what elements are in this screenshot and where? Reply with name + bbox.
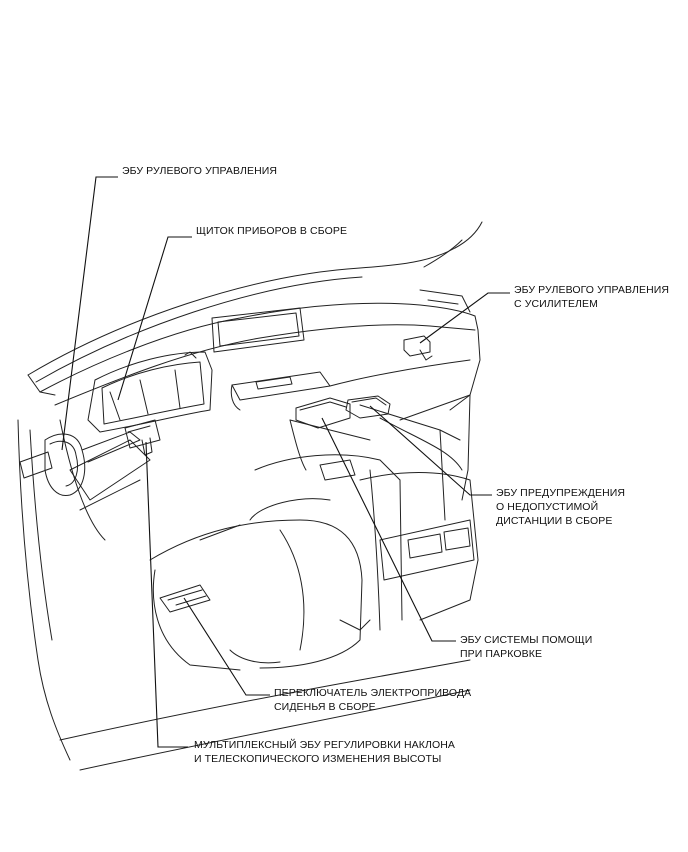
leader-clearance-warning-ecu: [369, 405, 492, 496]
leader-lines: [61, 176, 510, 748]
windshield-outline: [27, 221, 483, 396]
leader-steering-ecu: [61, 176, 118, 451]
label-instrument-cluster: ЩИТОК ПРИБОРОВ В СБОРЕ: [196, 225, 348, 237]
leader-instrument-cluster: [117, 236, 192, 401]
clearance-warning-ecu-shape: [345, 395, 391, 419]
leader-tilt-ecu: [145, 441, 188, 748]
door-outline: [17, 419, 151, 761]
center-console-outline: [254, 419, 479, 631]
label-power-seat-switch: ПЕРЕКЛЮЧАТЕЛЬ ЭЛЕКТРОПРИВОДА СИДЕНЬЯ В С…: [274, 687, 472, 713]
floor-outline: [59, 659, 471, 771]
label-tilt-telescopic-ecu: МУЛЬТИПЛЕКСНЫЙ ЭБУ РЕГУЛИРОВКИ НАКЛОНА И…: [194, 739, 456, 765]
label-parking-assist-ecu: ЭБУ СИСТЕМЫ ПОМОЩИ ПРИ ПАРКОВКЕ: [460, 634, 593, 660]
label-steering-ecu: ЭБУ РУЛЕВОГО УПРАВЛЕНИЯ: [122, 165, 278, 177]
dashboard-outline: [39, 289, 481, 521]
leader-parking-assist-ecu: [321, 417, 456, 642]
leader-power-steering-ecu: [419, 292, 510, 344]
label-clearance-warning-ecu: ЭБУ ПРЕДУПРЕЖДЕНИЯ О НЕДОПУСТИМОЙ ДИСТАН…: [496, 487, 626, 527]
steering-wheel-shape: [19, 431, 141, 497]
tilt-ecu-shape: [124, 419, 161, 456]
power-steering-ecu-shape: [403, 335, 433, 361]
label-power-steering-ecu: ЭБУ РУЛЕВОГО УПРАВЛЕНИЯ С УСИЛИТЕЛЕМ: [514, 284, 670, 310]
seat-outline: [149, 498, 371, 671]
parking-assist-ecu-shape: [295, 397, 351, 429]
instrument-cluster-shape: [87, 351, 213, 433]
leader-power-seat-switch: [183, 597, 270, 696]
